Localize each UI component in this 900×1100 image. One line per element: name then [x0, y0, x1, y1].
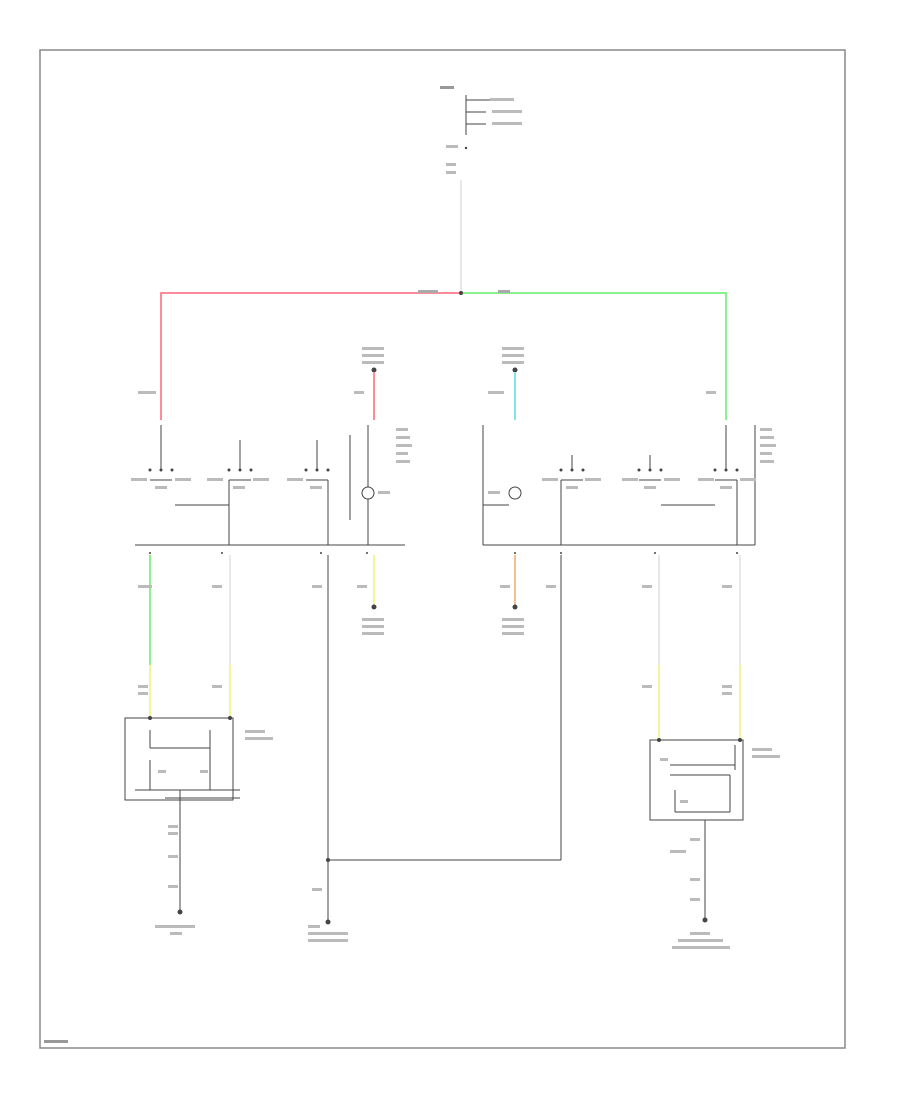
right-illumination-feed: [488, 347, 524, 420]
figure-id-mark: [44, 1040, 68, 1043]
ground-icon: [325, 919, 331, 925]
wire-green-bus: [461, 292, 727, 420]
left-illumination-feed: [354, 347, 384, 420]
bus-junction-dot: [459, 291, 463, 295]
ground-icon: [177, 909, 183, 915]
left-indicator-lamp-icon: [361, 486, 375, 500]
right-seat-heater: [649, 738, 780, 821]
wire-red-bus: [160, 292, 461, 420]
right-indicator-lamp-icon: [508, 486, 522, 500]
right-seat-heater-switch: [482, 425, 776, 554]
wire-labels: [138, 585, 732, 695]
left-seat-heater: [124, 716, 273, 801]
ground-icon: [702, 917, 708, 923]
power-source: [440, 86, 522, 174]
left-seat-heater-switch: [131, 425, 412, 554]
diagram-border: [39, 49, 846, 1049]
